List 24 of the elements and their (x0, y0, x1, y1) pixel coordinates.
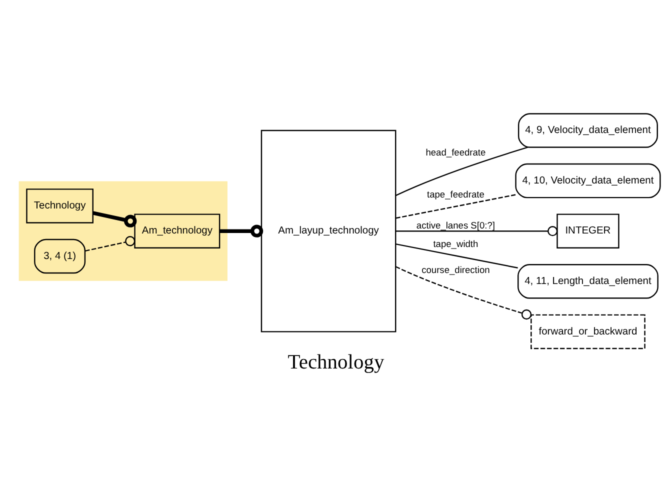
edge-label: tape_width (433, 238, 478, 248)
connector (395, 146, 528, 196)
edge-label: course_direction (422, 264, 490, 275)
node-box: 3, 4 (1) (34, 238, 86, 274)
connector (396, 226, 558, 236)
node-box: 4, 9, Velocity_data_element (518, 112, 658, 148)
edge-label: active_lanes S[0:?] (416, 220, 495, 230)
connector (395, 266, 532, 320)
node-box: 4, 11, Length_data_element (518, 264, 658, 298)
connector (220, 224, 264, 237)
caption: Technology (288, 351, 384, 374)
node-box: 4, 10, Velocity_data_element (515, 162, 661, 198)
node-box: INTEGER (556, 213, 620, 248)
connector (396, 242, 518, 268)
edge-label: head_feedrate (426, 147, 486, 158)
node-box: Technology (26, 188, 94, 223)
connector (92, 210, 137, 227)
node-box: Am_layup_technology (260, 129, 396, 332)
connector (85, 236, 136, 251)
node-box: Am_technology (134, 213, 220, 248)
connector (396, 194, 516, 218)
edge-label: tape_feedrate (427, 189, 484, 200)
cluster (18, 180, 228, 280)
node-box: forward_or_backward (530, 314, 646, 349)
